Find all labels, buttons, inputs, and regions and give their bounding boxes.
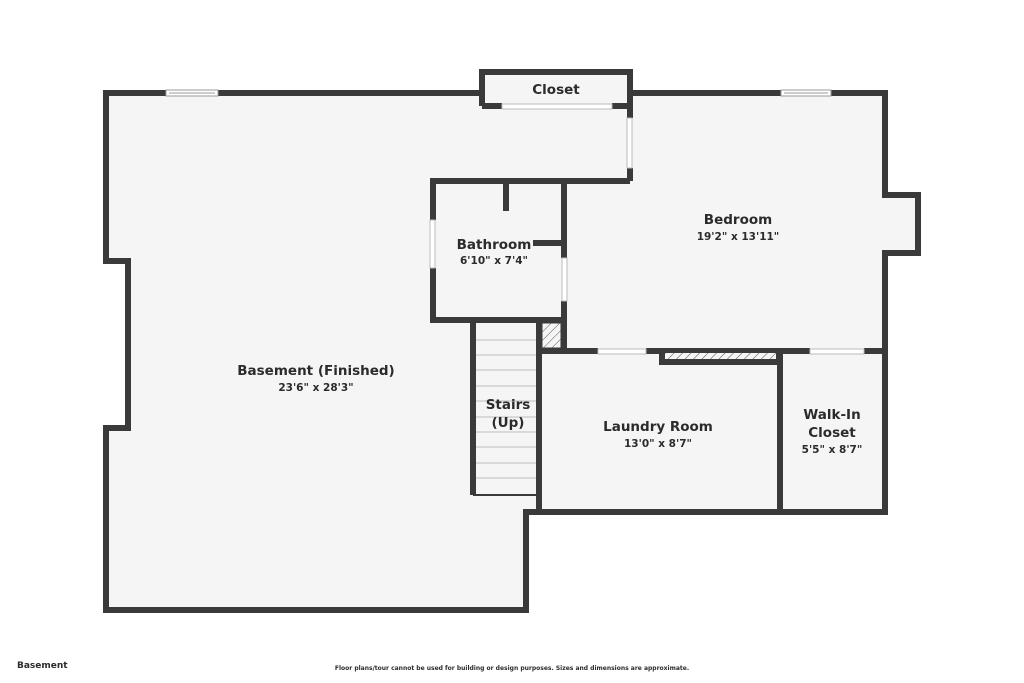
room-name-walkin: Walk-In [803, 407, 860, 423]
room-name-closet: Closet [532, 82, 580, 98]
room-dims-laundry: 13'0" x 8'7" [624, 438, 692, 450]
windows [165, 89, 832, 97]
exterior-wall [103, 90, 888, 613]
basement-floor [106, 72, 918, 610]
room-name-stairs: Stairs [486, 397, 531, 413]
openings [429, 103, 865, 355]
room-name-basement: Basement (Finished) [237, 363, 394, 379]
room-dims-walkin: 5'5" x 8'7" [802, 444, 863, 456]
exterior-wall-right [630, 90, 921, 350]
hatched-column [541, 322, 562, 349]
walls [103, 69, 921, 613]
room-name-laundry: Laundry Room [603, 419, 713, 435]
room-name-stairs-direction: (Up) [492, 415, 525, 431]
closet-wall [479, 69, 633, 106]
room-dims-basement: 23'6" x 28'3" [278, 382, 353, 394]
room-name-bathroom: Bathroom [457, 237, 532, 253]
disclaimer-text: Floor plans/tour cannot be used for buil… [334, 665, 690, 672]
room-dims-bathroom: 6'10" x 7'4" [460, 255, 528, 267]
room-name-walkin-2: Closet [808, 425, 856, 441]
hatched-shelf [665, 353, 776, 359]
room-dims-bedroom: 19'2" x 13'11" [697, 231, 780, 243]
floor-label: Basement [17, 661, 68, 671]
room-labels: Closet Bedroom 19'2" x 13'11" Bathroom 6… [237, 82, 862, 456]
floor-fills [106, 72, 918, 610]
room-name-bedroom: Bedroom [704, 212, 772, 228]
stairs-treads [476, 339, 536, 479]
